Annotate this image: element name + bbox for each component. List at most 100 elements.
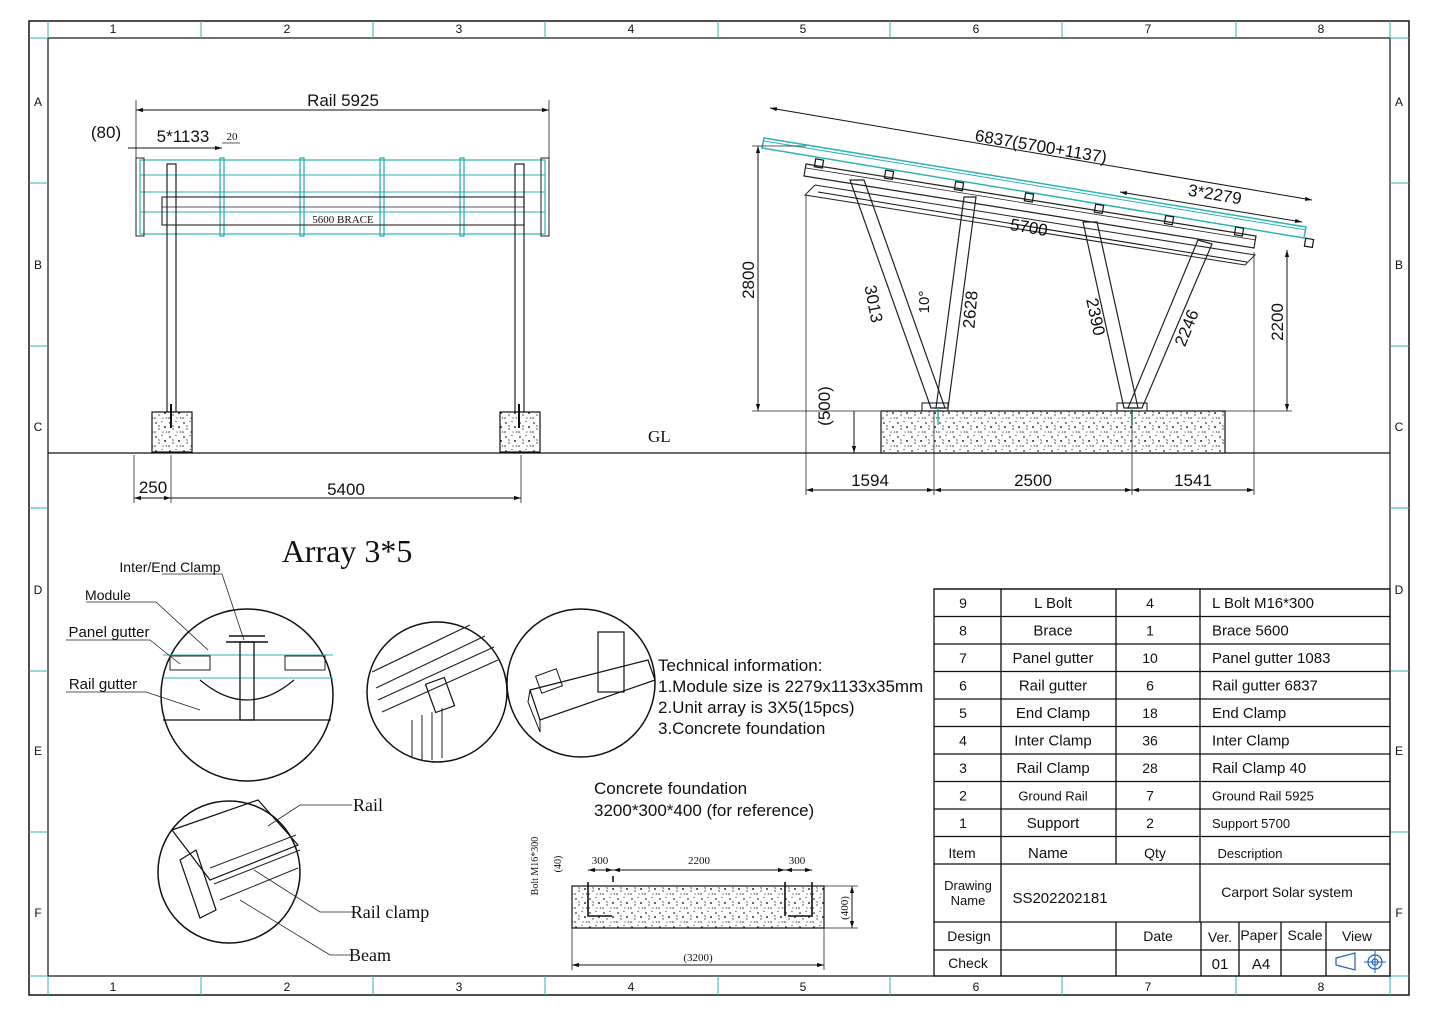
grid-col-label: 4 xyxy=(628,980,635,994)
grid-row-label: F xyxy=(1395,906,1402,920)
design-label: Design xyxy=(947,928,991,944)
bom-desc: Support 5700 xyxy=(1212,816,1290,831)
panel-gutter-label: Panel gutter xyxy=(69,624,150,641)
side-total-label: 6837(5700+1137) xyxy=(974,126,1109,167)
ver-value: 01 xyxy=(1212,956,1229,973)
paper-value: A4 xyxy=(1252,956,1270,973)
grid-col-label: 8 xyxy=(1318,980,1325,994)
grid-row-label: E xyxy=(34,744,42,758)
grid-col-label: 5 xyxy=(800,980,807,994)
bom-desc: Panel gutter 1083 xyxy=(1212,650,1330,667)
foundation-height: (400) xyxy=(839,896,851,920)
bom-desc: Rail Clamp 40 xyxy=(1212,760,1306,777)
technical-line-3: 3.Concrete foundation xyxy=(658,719,825,738)
bom-name: Rail gutter xyxy=(1019,678,1087,695)
bom-row: 3 Rail Clamp 28 Rail Clamp 40 xyxy=(959,760,1306,777)
spacing-label: 5*1133 xyxy=(157,127,210,146)
bom-desc: Inter Clamp xyxy=(1212,733,1290,750)
span-right-label: 1541 xyxy=(1174,471,1212,490)
bom-header-item: Item xyxy=(948,845,975,861)
grid-row-label: B xyxy=(34,258,42,272)
bom-item: 8 xyxy=(959,623,967,639)
view-label: View xyxy=(1342,928,1373,944)
gap-label: 20 xyxy=(227,131,239,143)
height-low-label: 2200 xyxy=(1268,303,1287,341)
rail-clamp-mark xyxy=(1093,203,1105,215)
rail-length-label: Rail 5925 xyxy=(307,91,379,110)
side-view: 6837(5700+1137) 3*2279 5700 2800 2200 (5… xyxy=(739,107,1315,495)
grid-col-label: 7 xyxy=(1145,22,1152,36)
detail-rail-clamp: Rail Rail clamp Beam xyxy=(157,795,429,965)
grid-row-label: D xyxy=(34,583,43,597)
span-left-label: 1594 xyxy=(851,471,889,490)
drawing-number: SS202202181 xyxy=(1012,890,1107,907)
bom-qty: 28 xyxy=(1142,760,1158,776)
rail-clamp-mark xyxy=(1303,237,1315,249)
foundation-edge-left: 300 xyxy=(592,855,609,867)
grid-col-label: 6 xyxy=(973,980,980,994)
bom-item: 5 xyxy=(959,705,967,721)
grid-col-label: 7 xyxy=(1145,980,1152,994)
bom-qty: 36 xyxy=(1142,733,1158,749)
span-dim-label: 5400 xyxy=(327,480,365,499)
bom-name: Ground Rail xyxy=(1018,789,1087,804)
offset-label: (80) xyxy=(91,123,121,142)
grid-col-label: 1 xyxy=(110,980,117,994)
grid-col-label: 6 xyxy=(973,22,980,36)
grid-row-label: F xyxy=(34,906,41,920)
rail-clamp-mark xyxy=(1163,214,1175,226)
brace-label: 5600 BRACE xyxy=(312,214,374,226)
bom-item: 1 xyxy=(959,815,967,831)
bom-name: Rail Clamp xyxy=(1016,760,1089,777)
bom-desc: Rail gutter 6837 xyxy=(1212,678,1318,695)
grid-col-label: 5 xyxy=(800,22,807,36)
rail-clamp-mark xyxy=(1233,226,1245,237)
bom-item: 9 xyxy=(959,595,967,611)
detail-brace-joint xyxy=(366,621,508,763)
check-label: Check xyxy=(948,955,989,971)
detail-clamp: Inter/End Clamp Module Panel gutter Rail… xyxy=(66,559,334,782)
rail-span-label: 5700 xyxy=(1009,215,1049,240)
height-high-label: 2800 xyxy=(739,261,758,299)
bom-desc: Ground Rail 5925 xyxy=(1212,789,1314,804)
grid-col-label: 4 xyxy=(628,22,635,36)
foundation-edge-right: 300 xyxy=(789,855,806,867)
grid-col-label: 2 xyxy=(284,980,291,994)
bom-name: End Clamp xyxy=(1016,705,1090,722)
technical-line-1: 1.Module size is 2279x1133x35mm xyxy=(658,677,923,696)
grid-col-label: 2 xyxy=(284,22,291,36)
grid-row-label: C xyxy=(1395,420,1404,434)
rail-clamp-mark xyxy=(883,169,895,181)
grid-row-label: B xyxy=(1395,258,1403,272)
array-title: Array 3*5 xyxy=(282,533,413,569)
foundation-size: 3200*300*400 (for reference) xyxy=(594,801,814,820)
projection-symbol-icon xyxy=(1335,951,1386,973)
grid-col-label: 8 xyxy=(1318,22,1325,36)
bom-header-name: Name xyxy=(1028,845,1068,862)
bom-item: 2 xyxy=(959,788,967,804)
technical-info: Technical information: 1.Module size is … xyxy=(658,656,923,738)
bom-qty: 10 xyxy=(1142,650,1158,666)
grid-row-label: A xyxy=(34,95,42,109)
bom-qty: 2 xyxy=(1146,815,1154,831)
bom-desc: Brace 5600 xyxy=(1212,623,1289,640)
technical-heading: Technical information: xyxy=(658,656,822,675)
bom-header-qty: Qty xyxy=(1144,845,1166,861)
grid-row-label: C xyxy=(34,420,43,434)
beam-label: Beam xyxy=(349,945,391,965)
bom-qty: 4 xyxy=(1146,595,1154,611)
grid-col-label: 3 xyxy=(456,22,463,36)
bom-item: 3 xyxy=(959,760,967,776)
member-d-label: 2246 xyxy=(1171,307,1203,349)
drawing-name-label-1: Drawing xyxy=(944,878,992,893)
rail-label: Rail xyxy=(353,795,383,815)
member-b-label: 2628 xyxy=(959,290,981,329)
module-label: Module xyxy=(85,587,131,603)
